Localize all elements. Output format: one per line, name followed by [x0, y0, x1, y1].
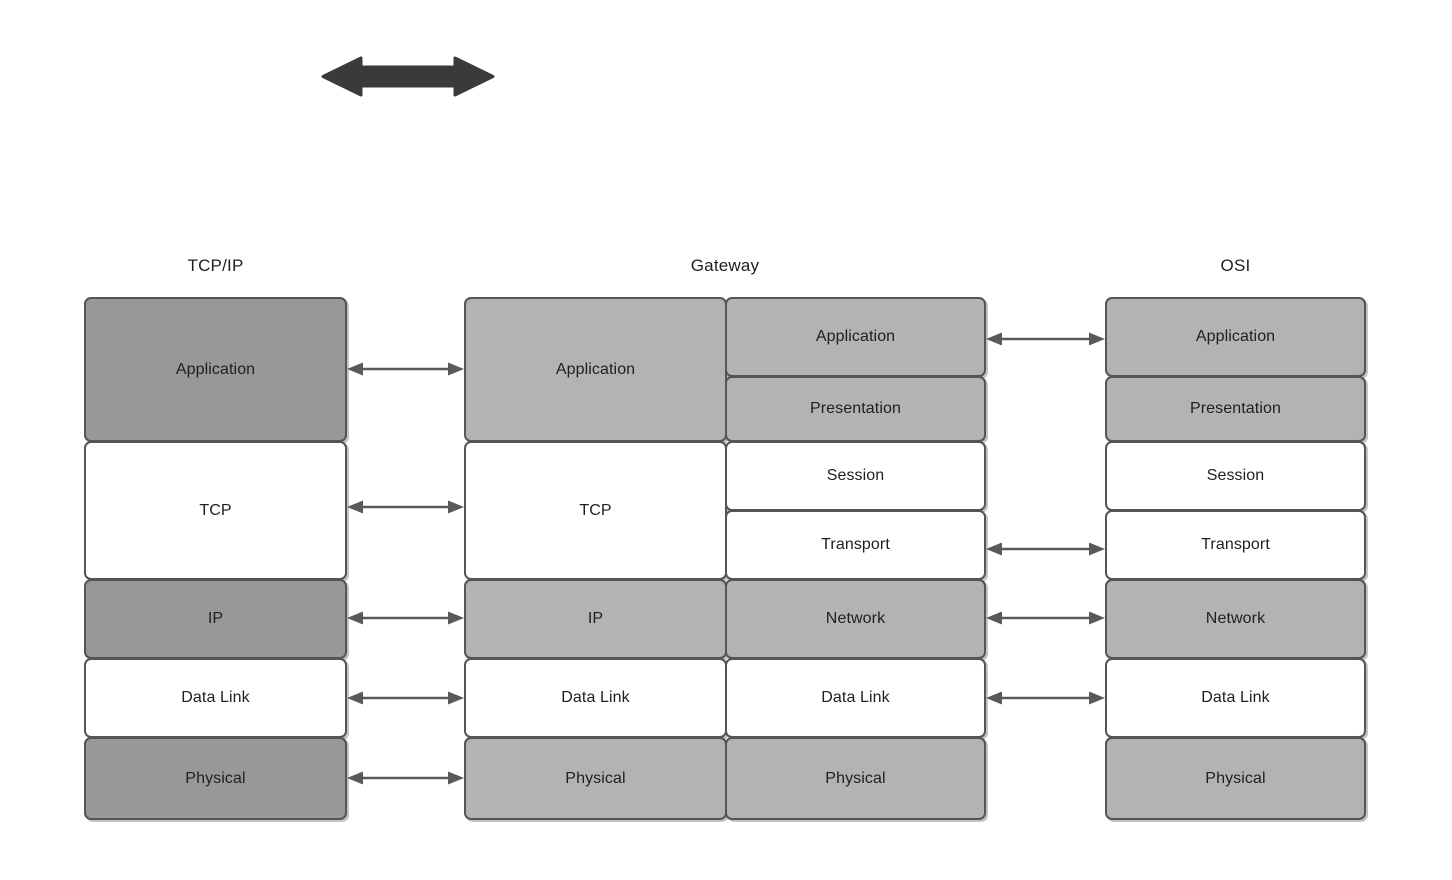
column-title-tcpip: TCP/IP	[187, 256, 244, 275]
layer-osi-data-link[interactable]: Data Link	[1105, 658, 1366, 738]
connector-gateway-osi-application	[986, 332, 1105, 346]
layer-label: IP	[587, 610, 604, 627]
layer-label: Application	[1195, 328, 1276, 345]
layer-label: Presentation	[809, 400, 902, 417]
layer-label: Session	[826, 467, 885, 484]
layer-gateway-right-presentation[interactable]: Presentation	[725, 376, 986, 442]
layer-gateway-left-application[interactable]: Application	[464, 297, 727, 442]
connector-tcpip-gateway-physical	[347, 771, 464, 785]
layer-label: Physical	[565, 769, 626, 787]
layer-label: Network	[825, 610, 886, 627]
layer-label: Data Link	[181, 689, 250, 706]
connector-tcpip-gateway-data-link	[347, 691, 464, 705]
layer-label: Network	[1205, 610, 1266, 627]
layer-label: Presentation	[1189, 400, 1282, 417]
stack-gateway-right: Application Presentation Session Transpo…	[725, 297, 986, 820]
layer-label: IP	[207, 610, 224, 627]
layer-tcpip-data-link[interactable]: Data Link	[84, 658, 347, 738]
connector-tcpip-gateway-application	[347, 362, 464, 376]
layer-gateway-left-tcp[interactable]: TCP	[464, 441, 727, 580]
layer-osi-network[interactable]: Network	[1105, 579, 1366, 659]
connector-tcpip-gateway-ip	[347, 611, 464, 625]
layer-osi-physical[interactable]: Physical	[1105, 737, 1366, 820]
layer-label: Transport	[1201, 536, 1270, 553]
layer-tcpip-physical[interactable]: Physical	[84, 737, 347, 820]
layer-tcpip-application[interactable]: Application	[84, 297, 347, 442]
layer-tcpip-ip[interactable]: IP	[84, 579, 347, 659]
layer-gateway-right-transport[interactable]: Transport	[725, 510, 986, 580]
layer-label: Physical	[825, 769, 886, 787]
layer-osi-session[interactable]: Session	[1105, 441, 1366, 511]
connector-gateway-osi-network	[986, 611, 1105, 625]
layer-label: Transport	[821, 536, 890, 553]
connector-gateway-osi-transport	[986, 542, 1105, 556]
layer-label: Session	[1206, 467, 1265, 484]
layer-label: Data Link	[1201, 689, 1270, 706]
layer-tcpip-tcp[interactable]: TCP	[84, 441, 347, 580]
layer-osi-presentation[interactable]: Presentation	[1105, 376, 1366, 442]
column-title-gateway: Gateway	[690, 256, 760, 275]
layer-osi-transport[interactable]: Transport	[1105, 510, 1366, 580]
layer-label: TCP	[199, 501, 232, 519]
layer-gateway-right-session[interactable]: Session	[725, 441, 986, 511]
layer-gateway-right-data-link[interactable]: Data Link	[725, 658, 986, 738]
connector-gateway-osi-data-link	[986, 691, 1105, 705]
layer-gateway-left-physical[interactable]: Physical	[464, 737, 727, 820]
connector-tcpip-gateway-tcp	[347, 500, 464, 514]
layer-label: Physical	[1205, 769, 1266, 787]
stack-osi: Application Presentation Session Transpo…	[1105, 297, 1366, 820]
layer-label: Data Link	[821, 689, 890, 706]
layer-gateway-right-application[interactable]: Application	[725, 297, 986, 377]
stack-gateway-left: Application TCP IP Data Link Physical	[464, 297, 727, 820]
layer-gateway-left-ip[interactable]: IP	[464, 579, 727, 659]
layer-label: Application	[175, 360, 256, 378]
column-title-osi: OSI	[1220, 256, 1251, 275]
layer-gateway-right-physical[interactable]: Physical	[725, 737, 986, 820]
layer-label: Data Link	[561, 689, 630, 706]
layer-label: Physical	[185, 769, 246, 787]
layer-label: Application	[815, 328, 896, 345]
layer-label: Application	[555, 360, 636, 378]
layer-osi-application[interactable]: Application	[1105, 297, 1366, 377]
layer-gateway-left-data-link[interactable]: Data Link	[464, 658, 727, 738]
stack-tcpip: Application TCP IP Data Link Physical	[84, 297, 347, 820]
bidirectional-arrow-icon	[321, 56, 495, 97]
layer-gateway-right-network[interactable]: Network	[725, 579, 986, 659]
layer-label: TCP	[579, 501, 612, 519]
